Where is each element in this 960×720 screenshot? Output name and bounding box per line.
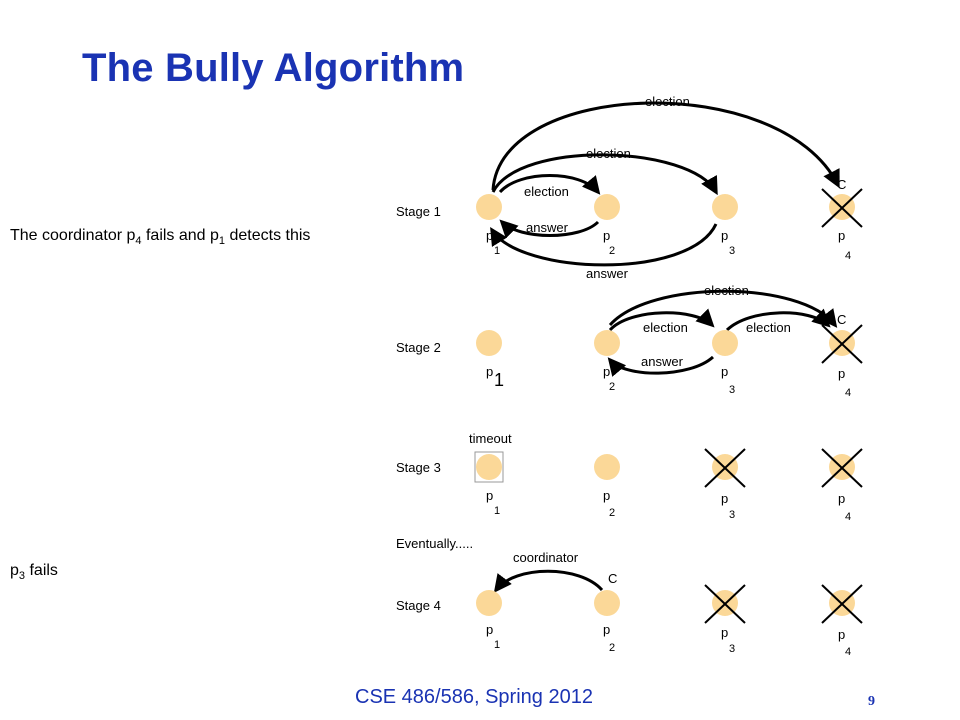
label-p3-index: 3 — [729, 643, 735, 655]
label-p1-index: 1 — [494, 370, 504, 390]
label-p1: p — [486, 488, 493, 503]
arrow-answer-p3-p1 — [490, 223, 718, 267]
label-p4-index: 4 — [845, 250, 851, 262]
arrow-answer-p2-p1 — [499, 219, 600, 239]
coordinator-mark: C — [608, 571, 617, 586]
node-p3 — [712, 330, 738, 356]
coordinator-mark: C — [837, 177, 846, 192]
arrow-election-p2-p3 — [608, 308, 715, 332]
label-p1: p — [486, 622, 493, 637]
node-p1 — [476, 194, 502, 220]
label-p4: p — [838, 627, 845, 642]
label-p2-index: 2 — [609, 642, 615, 654]
arrow-election-p1-p2 — [498, 174, 601, 195]
answer-label-p3-p1: answer — [586, 266, 629, 281]
label-p1: p — [486, 364, 493, 379]
answer-label-p2-p1: answer — [526, 220, 569, 235]
timeout-box — [474, 451, 504, 483]
node-p1 — [476, 330, 502, 356]
label-p3: p — [721, 625, 728, 640]
label-p4: p — [838, 491, 845, 506]
cross-p3 — [704, 584, 746, 624]
label-p3: p — [721, 228, 728, 243]
stage-4: coordinator C p 1 p 2 p 3 p 4 — [476, 550, 863, 658]
cross-p4 — [821, 188, 863, 228]
cross-p4 — [821, 324, 863, 364]
answer-label-p3-p2: answer — [641, 354, 684, 369]
page-number: 9 — [868, 694, 875, 709]
eventually-label: Eventually..... — [396, 536, 473, 551]
stage-4-label: Stage 4 — [396, 598, 441, 613]
timeout-label: timeout — [469, 431, 512, 446]
label-p4-index: 4 — [845, 387, 851, 399]
label-p1-index: 1 — [494, 245, 500, 257]
footer-course: CSE 486/586, Spring 2012 — [355, 686, 593, 708]
cross-p4 — [821, 584, 863, 624]
election-label-p1-p3: election — [586, 146, 631, 161]
election-label-p1-p4: election — [645, 94, 690, 109]
label-p3: p — [721, 491, 728, 506]
label-p2-index: 2 — [609, 381, 615, 393]
arrow-election-p1-p3 — [491, 153, 718, 196]
stage-1: election election election answer answer… — [476, 94, 863, 281]
stage-3: timeout p 1 p 2 p 3 p 4 — [469, 431, 863, 523]
slide-title: The Bully Algorithm — [82, 46, 465, 90]
node-p2 — [594, 330, 620, 356]
label-p1-index: 1 — [494, 639, 500, 651]
label-p4-index: 4 — [845, 646, 851, 658]
stage-3-label: Stage 3 — [396, 460, 441, 475]
detect-note: The coordinator p4 fails and p1 detects … — [10, 227, 311, 248]
label-p4: p — [838, 228, 845, 243]
label-p2: p — [603, 622, 610, 637]
label-p3-index: 3 — [729, 509, 735, 521]
arrow-election-p1-p4 — [491, 101, 840, 191]
stage-2: election election election answer C p 1 … — [476, 283, 863, 399]
election-label-p2-p4: election — [704, 283, 749, 298]
arrow-coordinator-p2-p1 — [493, 569, 604, 593]
arrow-election-p3-p4 — [725, 308, 831, 332]
label-p3-index: 3 — [729, 245, 735, 257]
node-p1 — [476, 454, 502, 480]
label-p2-index: 2 — [609, 245, 615, 257]
stage-2-label: Stage 2 — [396, 340, 441, 355]
label-p4: p — [838, 366, 845, 381]
label-p1-index: 1 — [494, 505, 500, 517]
election-label-p3-p4: election — [746, 320, 791, 335]
label-p1: p — [486, 228, 493, 243]
coordinator-mark: C — [837, 312, 846, 327]
node-p3 — [712, 194, 738, 220]
label-p3: p — [721, 364, 728, 379]
cross-p4 — [821, 448, 863, 488]
node-p2 — [594, 194, 620, 220]
label-p2: p — [603, 488, 610, 503]
label-p2: p — [603, 364, 610, 379]
stage-1-label: Stage 1 — [396, 204, 441, 219]
node-p2 — [594, 590, 620, 616]
election-label-p2-p3: election — [643, 320, 688, 335]
label-p4-index: 4 — [845, 511, 851, 523]
p3-fails-note: p3 fails — [10, 562, 58, 583]
cross-p3 — [704, 448, 746, 488]
label-p2: p — [603, 228, 610, 243]
arrow-answer-p3-p2 — [607, 355, 715, 377]
label-p3-index: 3 — [729, 384, 735, 396]
election-label-p1-p2: election — [524, 184, 569, 199]
label-p2-index: 2 — [609, 507, 615, 519]
node-p2 — [594, 454, 620, 480]
node-p1 — [476, 590, 502, 616]
coordinator-label: coordinator — [513, 550, 579, 565]
